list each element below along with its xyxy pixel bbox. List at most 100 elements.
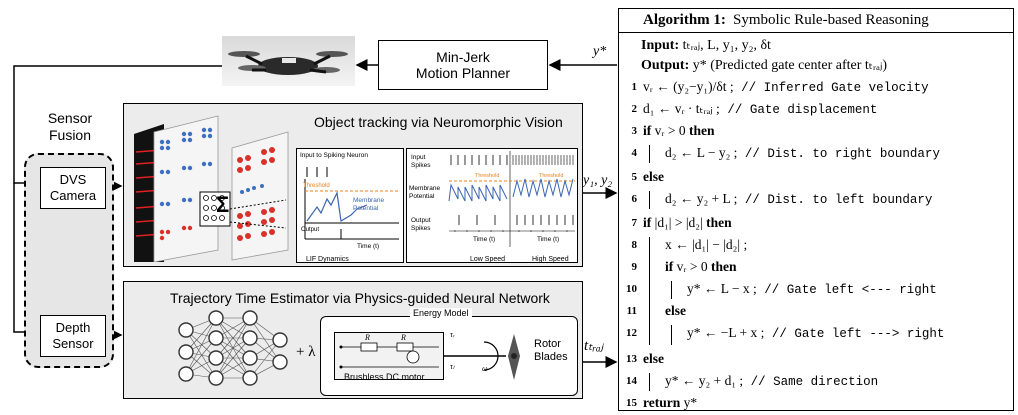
line-keyword: then [710,259,737,274]
block-bar [671,281,672,299]
planner-line1: Min-Jerk [436,49,490,65]
line-number: 7 [631,217,638,229]
depth-line2: Sensor [52,336,94,351]
output-value: y* (Predicted gate center after tₜᵣₐⱼ) [689,58,888,73]
line-comment: // Gate left ---> right [764,327,945,341]
lif-inset: Input to Spiking Neuron Threshold Membra… [296,148,404,263]
line-keyword: then [688,123,715,138]
dvs-camera-box: DVS Camera [40,167,106,209]
line-number: 15 [626,397,637,409]
line-comment: // Dist. to right boundary [737,147,940,161]
line-number: 6 [631,193,638,205]
algorithm-input: Input: tₜᵣₐⱼ, L, y₁, y₂, δt [641,37,771,54]
line-code: y* ← y₂ + d₁ ; [665,373,744,388]
algorithm-box: Algorithm 1: Symbolic Rule-based Reasoni… [618,8,1014,411]
lif-output: Output [301,227,320,233]
line-number: 5 [631,171,638,183]
motor-r2: R [401,333,406,342]
sensor-fusion-line1: Sensor [47,110,93,126]
ystar-arrow-label: y* [593,44,607,59]
plot-time-1: Time (t) [473,236,496,243]
line-code: y* [680,395,698,410]
depth-sensor-box: Depth Sensor [40,315,106,357]
line-number: 9 [631,261,638,273]
line-number: 8 [631,239,638,251]
line-code: vᵣ ← (y₂−y₁)/δt ; [643,79,734,94]
motor-r1: R [365,333,370,342]
line-keyword: if [643,215,652,230]
high-speed-label: High Speed [532,256,569,263]
line-code: d₂ ← y₂ + L ; [665,191,738,206]
plot-time-2: Time (t) [537,236,560,243]
tracking-panel: Object tracking via Neuromorphic Vision [123,103,583,267]
low-speed-label: Low Speed [470,256,506,263]
tau-l-label: τₗ [450,362,455,371]
line-number: 11 [626,305,637,317]
line-keyword: if [665,259,674,274]
line-comment: // Inferred Gate velocity [733,81,929,95]
sigma-symbol: Σ [216,192,230,217]
line-code: vᵣ > 0 [651,123,689,138]
lif-threshold: Threshold [303,183,330,189]
algorithm-title-rest: Symbolic Rule-based Reasoning [733,12,929,28]
input-keyword: Input: [641,38,680,53]
tracking-title: Object tracking via Neuromorphic Vision [314,114,563,130]
line-code: d₁ ← vᵣ · tₜᵣₐⱼ ; [643,101,720,116]
input-value: tₜᵣₐⱼ, L, y₁, y₂, δt [679,38,771,53]
output-keyword: Output: [641,58,690,73]
rotor-graphic [444,334,520,380]
line-code: y* ← −L + x ; [687,325,765,340]
line-keyword: else [643,351,664,366]
block-bar [649,145,650,163]
line-keyword: else [643,169,664,184]
energy-model-label: Energy Model [410,308,472,318]
drone-image [222,36,355,86]
line-number: 2 [631,103,638,115]
line-number: 13 [626,353,637,365]
line-comment: // Same direction [743,375,879,389]
motor-box: R R [334,332,444,380]
sensor-fusion-line2: Fusion [48,127,92,143]
lif-time: Time (t) [357,243,380,250]
line-comment: // Dist. to left boundary [737,193,933,207]
motion-planner-box: Min-Jerk Motion Planner [378,40,548,90]
line-comment: // Gate left <--- right [756,283,937,297]
lif-caption: LIF Dynamics [306,256,349,263]
line-number: 4 [631,147,638,159]
line-keyword: else [665,303,686,318]
omega-label: ω [482,364,488,373]
line-keyword: then [706,215,732,230]
estimator-panel: Trajectory Time Estimator via Physics-gu… [123,281,583,399]
motor-label: Brushless DC motor [344,372,425,382]
snn-layers-graphic [134,115,289,262]
y1y2-arrow-label: y₁, y₂ [583,173,613,188]
line-code: vᵣ > 0 [673,259,711,274]
block-bar [649,237,650,345]
algorithm-title-bold: Algorithm 1: [643,12,726,28]
line-number: 12 [626,327,637,339]
motor-circuit [339,342,439,369]
block-bar [671,325,672,345]
neural-network-graphic [178,310,288,386]
line-number: 10 [626,283,637,295]
plot-threshold-2: Threshold [539,173,564,179]
lif-plot [304,167,399,240]
tau-r-label: τᵣ [450,330,455,339]
line-comment: // Gate displacement [719,103,878,117]
plot-threshold-1: Threshold [475,173,500,179]
ttraj-arrow-label: tₜᵣₐⱼ [584,338,604,354]
line-code: y* ← L − x ; [687,281,757,296]
dvs-line2: Camera [49,188,97,203]
planner-line2: Motion Planner [415,65,511,81]
line-code: |d₁| > |d₂| [651,215,707,230]
dvs-line1: DVS [59,172,87,187]
algorithm-output: Output: y* (Predicted gate center after … [641,57,887,74]
spike-traces [448,151,575,247]
sensor-fusion-label: Sensor Fusion [30,110,110,144]
